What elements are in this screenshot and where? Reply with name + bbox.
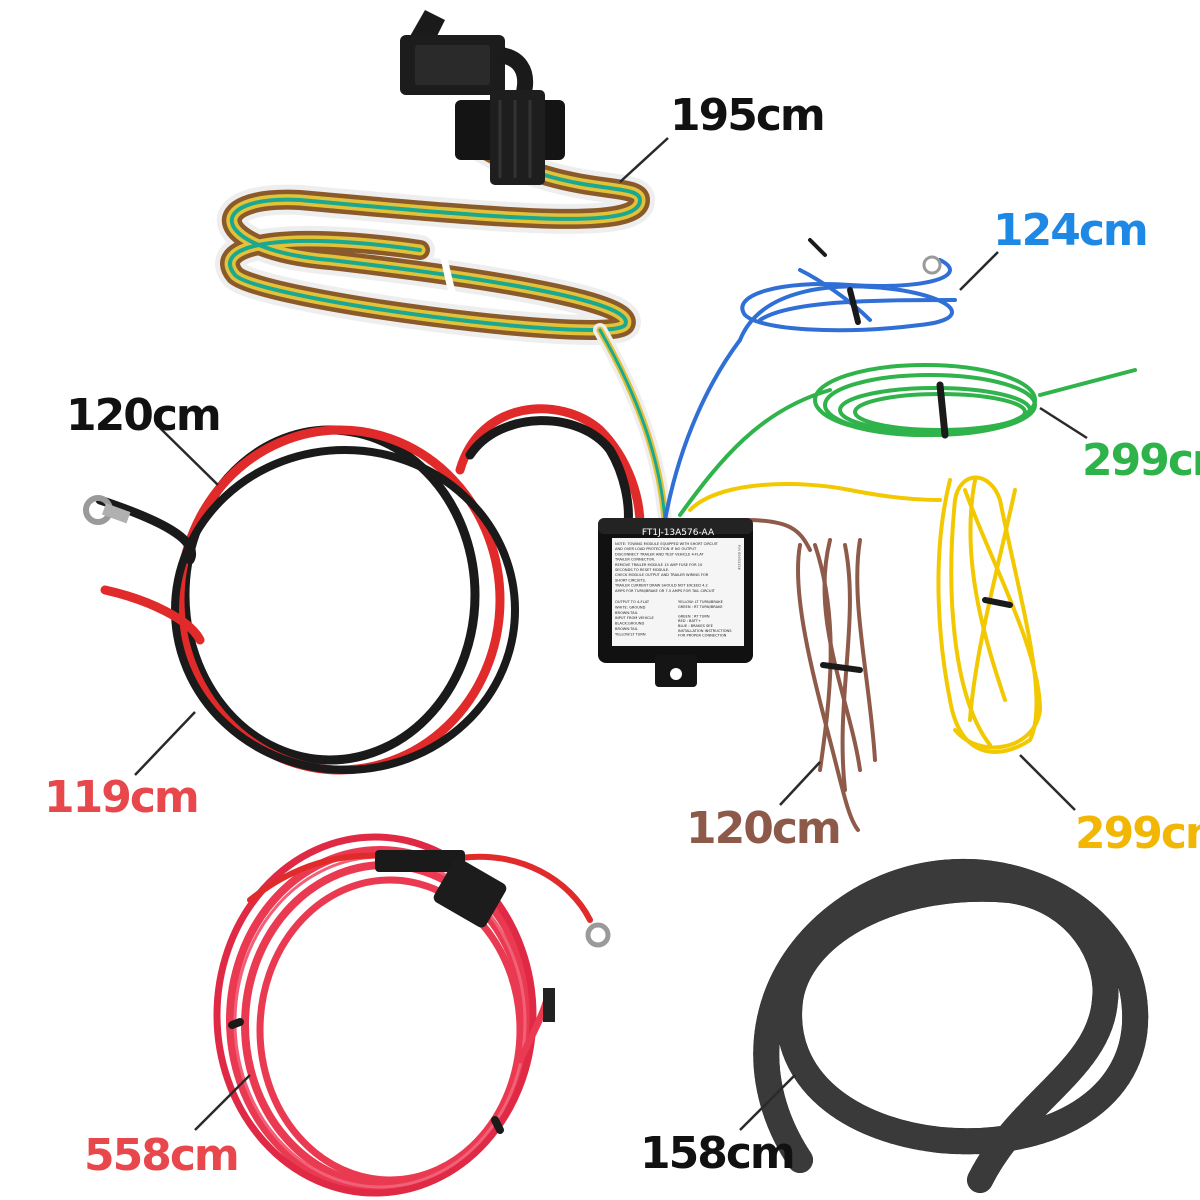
length-labels: 195cm 124cm 299cm 120cm 119cm 120cm 299c… [44,90,1200,1181]
fused-red-cable [213,833,611,1197]
label-yellow-wire: 299cm [1075,808,1200,859]
module-note-line: SHORT CIRCUITS. [615,578,646,582]
ring-terminal [83,495,131,525]
module-note-line: REMOVE TRAILER MODULE 15 AMP FUSE FOR 10 [615,563,703,567]
module-left-line: YELLOW:LT TURN [615,632,646,636]
module-left-line: OUTPUT TO 4-FLAT [615,600,650,604]
label-connector-lead: 195cm [670,90,824,141]
module-notes: NOTE: TOWING MODULE EQUIPPED WITH SHORT … [614,542,719,593]
label-brown-wire: 120cm [686,803,840,854]
module-right-line: BLUE : BRAKES SEE [678,624,714,628]
module-note-line: AMPS FOR TURN/BRAKE OR 7.5 AMPS FOR TAIL… [615,589,716,593]
module-note-line: NOTE: TOWING MODULE EQUIPPED WITH SHORT … [615,542,719,546]
brown-wire-coil [743,518,877,832]
green-wire-coil [678,363,1137,517]
split-loom-tubing [753,858,1149,1193]
label-green-wire: 299cm [1082,435,1200,486]
module-right-line: GREEN : RT TURN/BRAKE [678,605,723,609]
module-part-number: FT1J-13A576-AA [642,528,715,538]
module-right-line: FOR PROPER CONNECTION [678,634,727,638]
label-blue-wire: 124cm [993,205,1147,256]
four-flat-connector [400,10,565,185]
blue-wire-coil [663,238,957,522]
label-black-power-wire: 120cm [66,390,220,441]
module-note-line: TRAILER CURRENT DRAW SHOULD NOT EXCEED 4… [614,584,708,588]
module-note-line: CHECK MODULE OUTPUT AND TRAILER WIRING F… [615,573,709,577]
module-right-line: YELLOW: LT TURN/BRAKE [678,600,724,604]
yellow-wire-coil [688,475,1043,754]
module-left-line: BROWN:TAIL [615,627,638,631]
module-right-line: INSTALLATION INSTRUCTIONS [678,629,732,633]
module-note-line: SECONDS TO RESET MODULE. [615,568,669,572]
label-fused-red-cable: 558cm [84,1130,238,1181]
module-left-line: BROWN:TAIL [615,611,638,615]
module-note-line: DISCONNECT TRAILER AND TEST VEHICLE 4-FL… [615,552,704,556]
inline-fuse-holder [375,850,507,928]
module-note-line: AND OVER LOAD PROTECTION IF NO OUTPUT [615,547,697,551]
module-side-text: P/N 606531SK [737,545,741,571]
module-note-line: TRAILER CONNECTOR. [614,558,655,562]
four-flat-harness [215,10,672,527]
module-right-line: GREEN : RT TURN [678,614,710,618]
module-left-line: WHITE: GROUND [615,605,646,609]
label-split-loom: 158cm [640,1128,794,1179]
label-red-power-wire: 119cm [44,772,198,823]
power-wire-loop [95,404,645,775]
module-right-line: RED : BATT+ [678,619,701,623]
module-left-line: INPUT FROM VEHICLE [615,616,655,620]
module-left-line: BLACK:GROUND [615,622,644,626]
pointer-lines [134,137,1088,1131]
converter-module: FT1J-13A576-AA NOTE: TOWING MODULE EQUIP… [598,518,753,687]
